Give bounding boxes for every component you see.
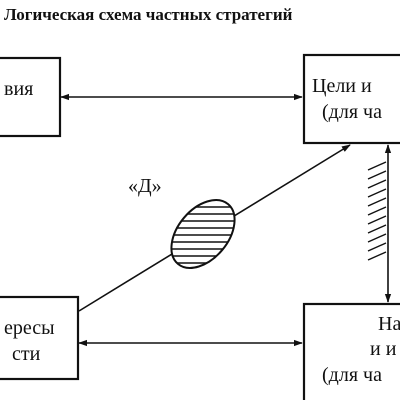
- box-bottom-left-line2: сти: [12, 343, 41, 365]
- box-top-right: [302, 53, 400, 145]
- box-top-right-line2: (для ча: [322, 101, 382, 123]
- box-bottom-left-line1: ересы: [4, 317, 55, 339]
- box-bottom-right-line2: и и: [370, 338, 397, 360]
- box-bottom-right-line1: На: [378, 313, 400, 335]
- box-bottom-right-line3: (для ча: [322, 364, 382, 386]
- box-top-right-line1: Цели и: [312, 75, 372, 97]
- box-top-left: [0, 56, 62, 138]
- d-label: «Д»: [128, 175, 162, 197]
- diagram-title: Логическая схема частных стратегий: [4, 5, 293, 24]
- box-top-left-line1: вия: [4, 78, 33, 100]
- hatched-ellipse: [158, 199, 248, 271]
- box-bottom-left: [0, 295, 80, 381]
- hatched-block: [367, 161, 387, 261]
- box-bottom-right: [302, 302, 400, 400]
